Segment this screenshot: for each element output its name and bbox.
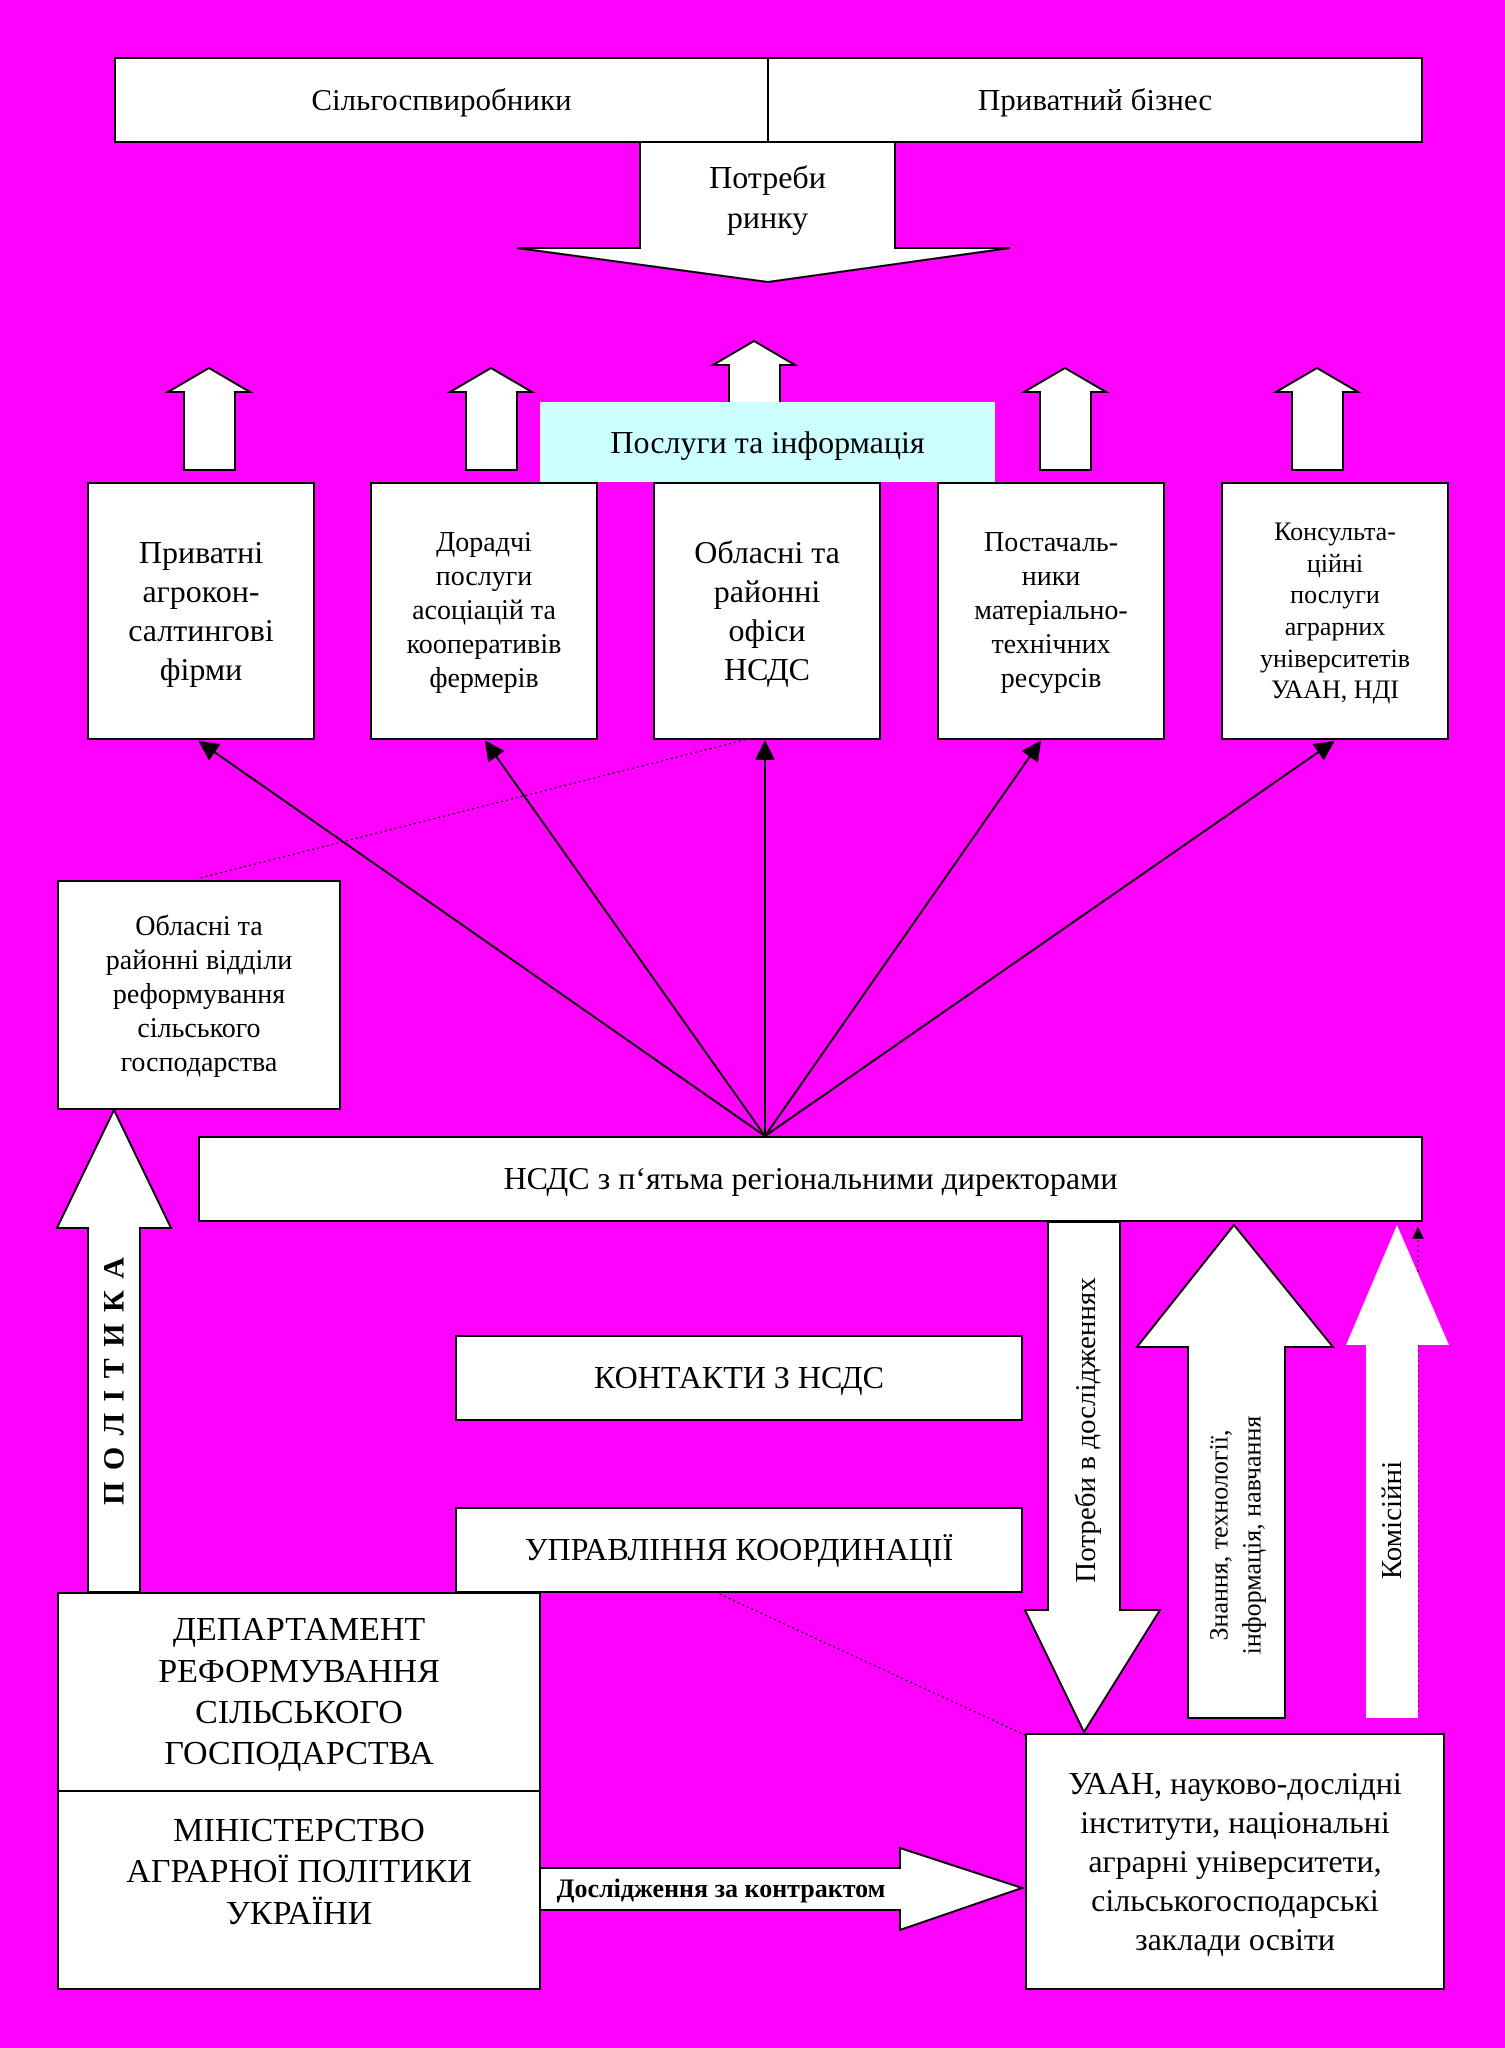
research-institutions-label: УААН, науково-дослідні інститути, націон…	[1068, 1764, 1402, 1958]
private-business-label: Приватний бізнес	[977, 82, 1213, 118]
producers-box: Сільгоспвиробники	[114, 57, 769, 143]
contract-research-arrow	[539, 1846, 1026, 1932]
hub-arrow-4	[764, 740, 1042, 1137]
knowledge-arrow	[1134, 1223, 1336, 1719]
provider-box-university-consulting: Консульта- ційні послуги аграрних універ…	[1221, 482, 1449, 740]
ministry-label: МІНІСТЕРСТВО АГРАРНОЇ ПОЛІТИКИ УКРАЇНИ	[126, 1812, 472, 1932]
policy-label: П О Л І Т И К А	[97, 1255, 131, 1505]
department-label: ДЕПАРТАМЕНТ РЕФОРМУВАННЯ СІЛЬСЬКОГО ГОСП…	[158, 1611, 440, 1773]
market-needs-label: Потреби ринку	[709, 159, 826, 235]
contacts-box: КОНТАКТИ З НСДС	[455, 1335, 1023, 1421]
department-box: ДЕПАРТАМЕНТ РЕФОРМУВАННЯ СІЛЬСЬКОГО ГОСП…	[57, 1592, 541, 1792]
provider-label: Консульта- ційні послуги аграрних універ…	[1259, 516, 1411, 705]
up-arrow-3	[709, 339, 799, 411]
nsds-main-label: НСДС з п‘ятьма регіональними директорами	[503, 1160, 1118, 1197]
up-arrow-4	[1020, 366, 1110, 471]
services-info-label: Послуги та інформація	[610, 424, 925, 460]
market-needs-arrow	[516, 141, 1011, 284]
ministry-box: МІНІСТЕРСТВО АГРАРНОЇ ПОЛІТИКИ УКРАЇНИ	[57, 1790, 541, 1990]
contacts-label: КОНТАКТИ З НСДС	[594, 1359, 884, 1396]
up-arrow-1	[164, 366, 254, 471]
hub-arrow-1	[198, 740, 766, 1137]
private-business-box: Приватний бізнес	[767, 57, 1423, 143]
provider-box-private-consulting: Приватні агрокон- салтингові фірми	[87, 482, 315, 740]
regional-departments-box: Обласні та районні відділи реформування …	[57, 880, 341, 1110]
research-institutions-box: УААН, науково-дослідні інститути, націон…	[1025, 1733, 1445, 1990]
hub-arrow-5	[764, 740, 1335, 1137]
hub-arrow-2	[484, 740, 766, 1137]
regional-departments-label: Обласні та районні відділи реформування …	[105, 910, 293, 1079]
services-info-banner	[540, 402, 995, 482]
provider-box-advisory-associations: Дорадчі послуги асоціацій та кооперативі…	[370, 482, 598, 740]
knowledge-label: Знання, технології, інформація, навчання	[1204, 1415, 1267, 1655]
policy-arrow	[55, 1107, 173, 1593]
research-needs-label: Потреби в дослідженнях	[1069, 1277, 1102, 1583]
provider-label: Обласні та районні офіси НСДС	[694, 533, 840, 688]
provider-label: Постачаль- ники матеріально- технічних р…	[974, 526, 1128, 695]
commission-arrow	[1346, 1225, 1449, 1718]
dotted-line-regional	[199, 735, 761, 879]
coordination-label: УПРАВЛІННЯ КООРДИНАЦІЇ	[524, 1531, 954, 1568]
dotted-line-coordination	[714, 1591, 1026, 1736]
coordination-box: УПРАВЛІННЯ КООРДИНАЦІЇ	[455, 1507, 1023, 1593]
commission-label: Комісійні	[1375, 1460, 1408, 1580]
provider-label: Дорадчі послуги асоціацій та кооперативі…	[406, 526, 562, 695]
producers-label: Сільгоспвиробники	[311, 82, 572, 118]
contract-research-label: Дослідження за контрактом	[556, 1873, 886, 1903]
research-needs-arrow	[1023, 1221, 1162, 1735]
up-arrow-2	[446, 366, 536, 471]
up-arrow-5	[1272, 366, 1362, 471]
provider-label: Приватні агрокон- салтингові фірми	[128, 533, 274, 688]
nsds-main-box: НСДС з п‘ятьма регіональними директорами	[198, 1136, 1423, 1222]
provider-box-nsds-offices: Обласні та районні офіси НСДС	[653, 482, 881, 740]
provider-box-suppliers: Постачаль- ники матеріально- технічних р…	[937, 482, 1165, 740]
